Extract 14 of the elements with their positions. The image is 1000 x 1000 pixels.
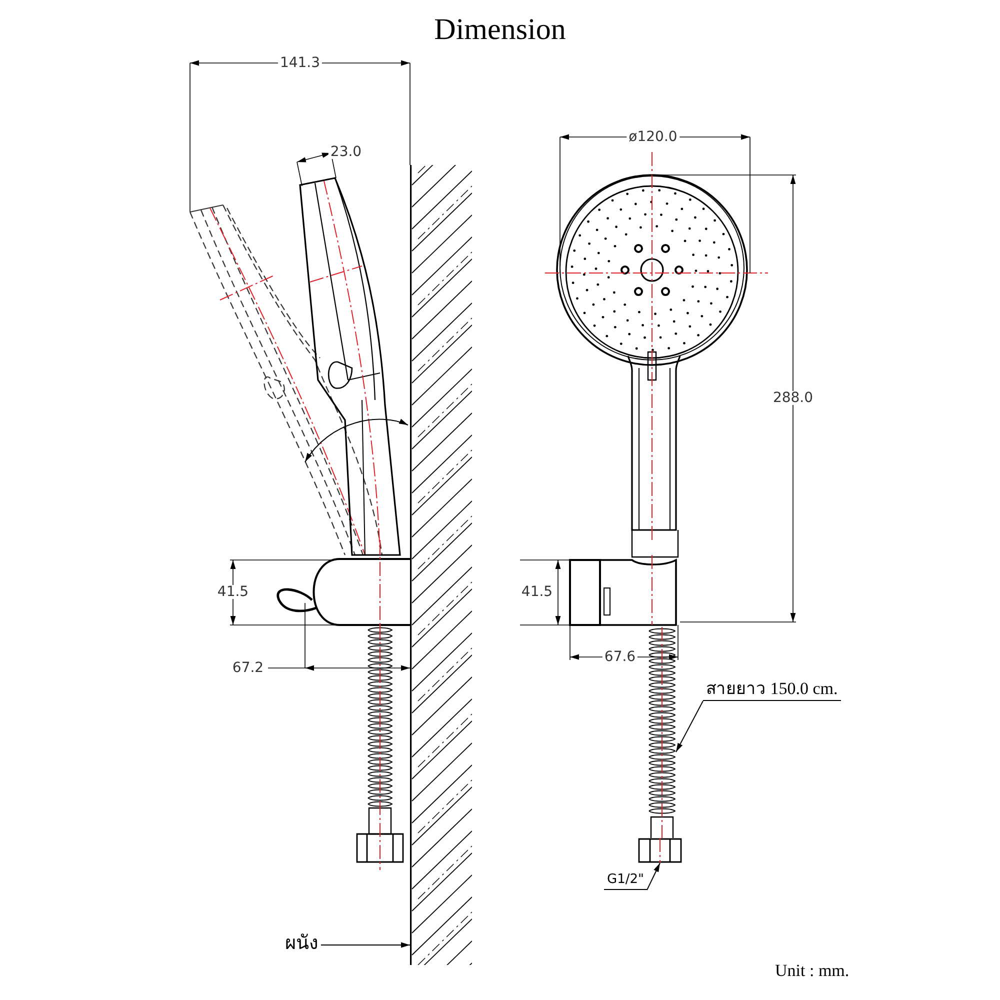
dimension-label: 141.3: [278, 56, 322, 70]
leader-line: [320, 942, 410, 948]
leader-line: [646, 862, 660, 890]
title: Dimension: [434, 15, 566, 45]
dimension-label: 67.6: [602, 650, 638, 664]
hose-length-callout: สายยาว 150.0 cm.: [703, 680, 841, 701]
hose-drawing: [648, 627, 676, 838]
nut-drawing: [638, 838, 682, 863]
thread-size-callout: G1/2": [604, 873, 647, 890]
leader-line: [676, 700, 704, 752]
wall-drawing: [410, 165, 472, 965]
dimension-label: 23.0: [328, 145, 364, 159]
unit-note: Unit : mm.: [775, 962, 850, 979]
dimension-label: ø120.0: [626, 130, 680, 144]
